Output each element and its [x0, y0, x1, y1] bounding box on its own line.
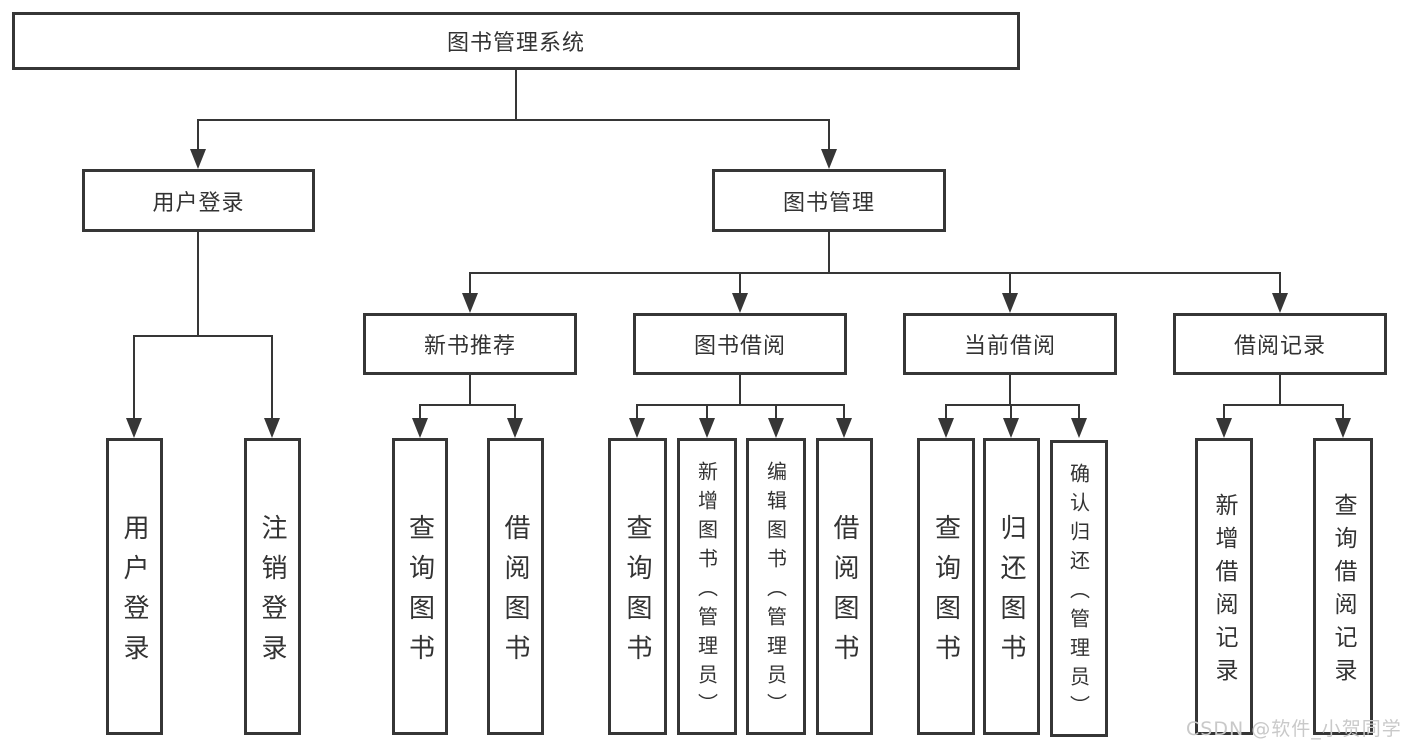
connector-drop	[1342, 404, 1344, 418]
arrow-down-icon	[507, 418, 523, 438]
leaf-add-book-admin: 新增图书（管理员）	[677, 438, 737, 735]
arrow-down-icon	[1335, 418, 1351, 438]
node-label: 查询图书	[622, 513, 652, 674]
connector-user-login-stub	[197, 232, 199, 336]
node-label: 借阅记录	[1233, 334, 1326, 359]
arrow-down-icon	[1216, 418, 1232, 438]
connector-drop-book-borrow	[739, 272, 741, 293]
node-label: 查询图书	[930, 513, 961, 674]
arrow-down-icon	[126, 418, 142, 438]
arrow-down-icon	[836, 418, 852, 438]
node-borrow-records: 借阅记录	[1173, 313, 1387, 375]
connector-drop	[1078, 404, 1080, 418]
node-label: 当前借阅	[963, 334, 1056, 359]
connector-book-borrow-stub	[739, 375, 741, 405]
leaf-borrow-books-borrowing: 借阅图书	[816, 438, 873, 735]
node-new-book-recommendation: 新书推荐	[363, 313, 577, 375]
leaf-query-books-current: 查询图书	[917, 438, 975, 735]
node-root: 图书管理系统	[12, 12, 1020, 70]
leaf-edit-book-admin: 编辑图书（管理员）	[746, 438, 806, 735]
connector-drop	[843, 404, 845, 418]
leaf-user-login: 用户登录	[106, 438, 163, 735]
arrow-down-icon	[1002, 293, 1018, 313]
leaf-logout: 注销登录	[244, 438, 301, 735]
node-book-management: 图书管理	[712, 169, 946, 232]
node-label: 新增图书（管理员）	[694, 460, 719, 722]
connector-level2-rail	[197, 119, 830, 121]
node-current-borrowing: 当前借阅	[903, 313, 1117, 375]
leaf-borrow-books-recommend: 借阅图书	[487, 438, 544, 735]
connector-drop	[945, 404, 947, 418]
arrow-down-icon	[768, 418, 784, 438]
connector-drop-book-management	[828, 119, 830, 149]
connector-drop-borrow-records	[1279, 272, 1281, 293]
connector-borrow-records-stub	[1279, 375, 1281, 405]
node-label: 用户登录	[119, 513, 149, 674]
connector-drop-new-book	[469, 272, 471, 293]
arrow-down-icon	[1272, 293, 1288, 313]
arrow-down-icon	[732, 293, 748, 313]
connector-new-book-rail	[419, 404, 515, 406]
connector-drop	[706, 404, 708, 418]
connector-drop-user-login	[197, 119, 199, 149]
watermark: CSDN @软件_小贺同学	[1186, 718, 1402, 740]
connector-current-borrow-stub	[1009, 375, 1011, 405]
arrow-down-icon	[412, 418, 428, 438]
arrow-down-icon	[629, 418, 645, 438]
node-label: 编辑图书（管理员）	[763, 460, 788, 722]
connector-current-borrow-rail	[945, 404, 1080, 406]
node-label: 归还图书	[996, 513, 1026, 674]
node-label: 图书借阅	[693, 334, 786, 359]
connector-drop	[1223, 404, 1225, 418]
arrow-down-icon	[190, 149, 206, 169]
leaf-query-books-recommend: 查询图书	[392, 438, 448, 735]
leaf-add-borrow-record: 新增借阅记录	[1195, 438, 1253, 735]
node-label: 图书管理系统	[446, 31, 585, 56]
arrow-down-icon	[1071, 418, 1087, 438]
connector-root-stub	[515, 70, 517, 120]
connector-drop	[636, 404, 638, 418]
arrow-down-icon	[462, 293, 478, 313]
connector-drop	[419, 404, 421, 418]
node-label: 图书管理	[782, 190, 875, 216]
connector-book-management-stub	[828, 232, 830, 273]
node-label: 注销登录	[257, 513, 287, 674]
node-label: 查询借阅记录	[1330, 492, 1356, 691]
connector-drop	[775, 404, 777, 418]
leaf-return-book: 归还图书	[983, 438, 1040, 735]
connector-book-borrow-rail	[636, 404, 845, 406]
leaf-query-borrow-record: 查询借阅记录	[1313, 438, 1373, 735]
node-label: 确认归还（管理员）	[1066, 462, 1091, 724]
connector-drop-current-borrow	[1009, 272, 1011, 293]
connector-new-book-stub	[469, 375, 471, 405]
connector-drop-leaf-logout	[271, 335, 273, 418]
arrow-down-icon	[264, 418, 280, 438]
leaf-confirm-return-admin: 确认归还（管理员）	[1050, 440, 1108, 737]
arrow-down-icon	[1003, 418, 1019, 438]
connector-drop	[514, 404, 516, 418]
connector-level3-rail	[469, 272, 1281, 274]
connector-drop	[1010, 404, 1012, 418]
node-label: 借阅图书	[829, 513, 859, 674]
arrow-down-icon	[938, 418, 954, 438]
connector-borrow-records-rail	[1223, 404, 1344, 406]
node-label: 新增借阅记录	[1211, 492, 1237, 691]
arrow-down-icon	[699, 418, 715, 438]
connector-drop-leaf-user-login	[133, 335, 135, 418]
node-label: 用户登录	[152, 190, 245, 216]
connector-user-login-rail	[133, 335, 273, 337]
leaf-query-books-borrowing: 查询图书	[608, 438, 667, 735]
node-book-borrowing: 图书借阅	[633, 313, 847, 375]
node-user-login: 用户登录	[82, 169, 315, 232]
node-label: 新书推荐	[423, 334, 516, 359]
node-label: 借阅图书	[500, 513, 530, 674]
arrow-down-icon	[821, 149, 837, 169]
node-label: 查询图书	[404, 513, 435, 674]
